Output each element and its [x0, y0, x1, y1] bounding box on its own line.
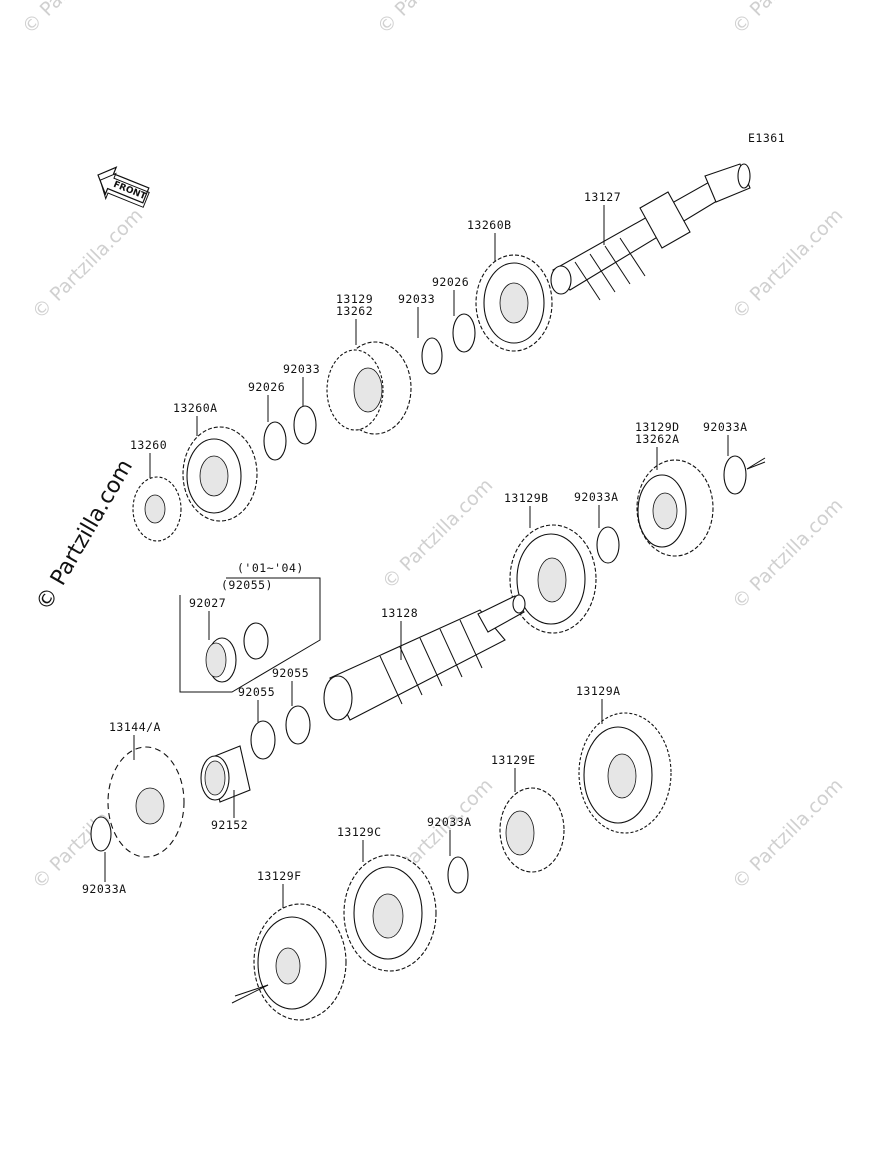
label-13129B: 13129B — [504, 491, 549, 505]
watermark: © Partzilla.com — [373, 0, 492, 39]
label-13129D: 13129D — [635, 420, 680, 434]
label-92033A: 92033A — [427, 815, 472, 829]
gear-13129C — [343, 854, 437, 972]
shaft-13128 — [323, 594, 526, 721]
label-13129F: 13129F — [257, 869, 302, 883]
gear-13129D-13262A — [636, 459, 714, 557]
gear-13129F — [253, 903, 347, 1021]
sprocket-13144A — [107, 746, 185, 858]
label-92055: 92055 — [272, 666, 309, 680]
part-labels: 13127 13260B 92026 92033 13129 13262 920… — [82, 190, 748, 908]
bracket-note-years: ('01~'04) — [237, 561, 304, 575]
label-13260A: 13260A — [173, 401, 218, 415]
watermark: © Partzilla.com — [728, 774, 847, 893]
label-13262: 13262 — [336, 304, 373, 318]
circlip-92033A-mid — [596, 526, 620, 564]
ring-92055-left — [250, 720, 276, 760]
circlip-92033A-center — [447, 856, 469, 894]
label-13128: 13128 — [381, 606, 418, 620]
gear-13260B — [475, 254, 553, 352]
watermark: © Partzilla.com — [728, 0, 847, 39]
watermark: © Partzilla.com — [28, 204, 147, 323]
bushing-92152 — [200, 745, 251, 803]
label-92033A: 92033A — [82, 882, 127, 896]
bracket-box-92027: ('01~'04) (92055) — [179, 561, 321, 693]
diagram-code: E1361 — [748, 131, 785, 145]
label-92033A: 92033A — [574, 490, 619, 504]
label-92033: 92033 — [283, 362, 320, 376]
gear-13260A — [182, 426, 258, 522]
label-13260: 13260 — [130, 438, 167, 452]
bracket-note-part: (92055) — [221, 578, 273, 592]
label-92055: 92055 — [238, 685, 275, 699]
label-13260B: 13260B — [467, 218, 512, 232]
gear-13129E — [499, 787, 565, 873]
label-92026: 92026 — [432, 275, 469, 289]
gear-13129A — [578, 712, 672, 834]
circlip-92033-upper — [421, 337, 443, 375]
label-13129: 13129 — [336, 292, 373, 306]
gear-13260 — [132, 476, 182, 542]
label-92033A: 92033A — [703, 420, 748, 434]
label-13129C: 13129C — [337, 825, 382, 839]
label-13127: 13127 — [584, 190, 621, 204]
label-13144-A: 13144/A — [109, 720, 161, 734]
ring-92055-right — [285, 705, 311, 745]
watermark: © Partzilla.com — [728, 204, 847, 323]
label-13129E: 13129E — [491, 753, 536, 767]
watermark: © Partzilla.com — [378, 474, 497, 593]
label-92027: 92027 — [189, 596, 226, 610]
watermark: © Partzilla.com — [728, 494, 847, 613]
label-92026: 92026 — [248, 380, 285, 394]
label-92033: 92033 — [398, 292, 435, 306]
front-arrow-icon: FRONT — [97, 166, 150, 208]
circlip-92033A-right — [723, 455, 747, 495]
circlip-92026-upper — [452, 313, 476, 353]
circlip-92033-mid — [293, 405, 317, 445]
shaft-13127 — [550, 163, 751, 301]
side-watermark: © Partzilla.com — [32, 455, 139, 615]
watermark: © Partzilla.com — [18, 0, 137, 39]
gear-13129B — [509, 524, 597, 634]
label-13129A: 13129A — [576, 684, 621, 698]
circlip-92026-mid — [263, 421, 287, 461]
gear-13129-13262 — [326, 341, 412, 435]
circlip-92033A-left — [90, 816, 112, 852]
label-13262A: 13262A — [635, 432, 680, 446]
label-92152: 92152 — [211, 818, 248, 832]
